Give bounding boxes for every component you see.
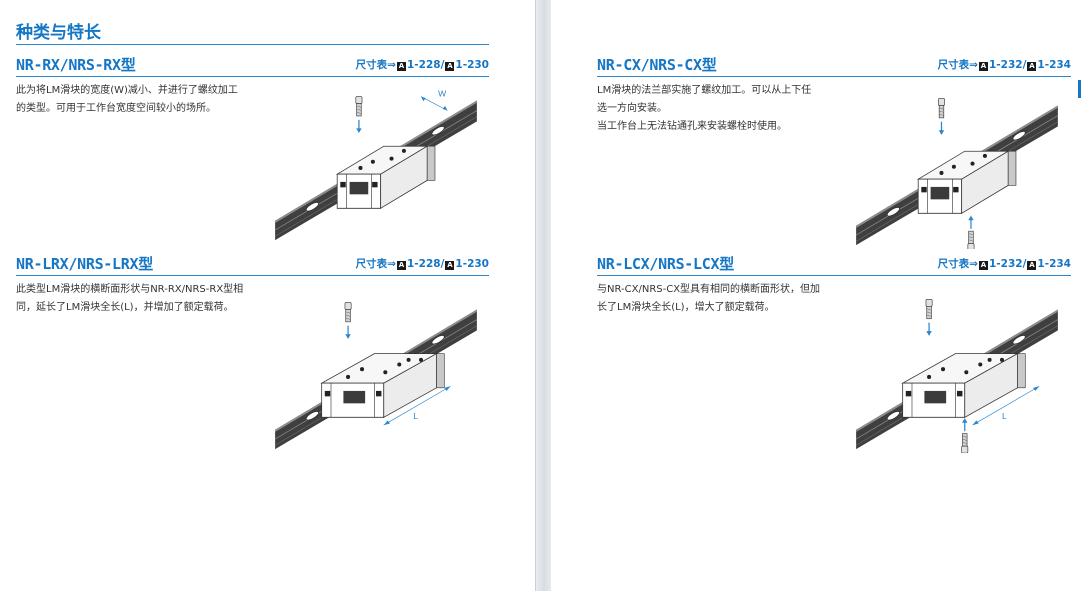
nr-rx-illustration: W [274,89,478,241]
ref-label: 尺寸表⇒ [937,258,978,270]
ref-page-b: 1-230 [455,258,489,270]
block-divider [597,76,1071,77]
product-title: NR-LCX/NRS-LCX型 [597,255,734,273]
dim-label-l: L [413,411,418,421]
ref-box-icon: A [1027,62,1037,71]
product-description: LM滑块的法兰部实施了螺纹加工。可以从上下任 选一方向安装。 当工作台上无法钻通… [597,85,812,132]
product-title: NR-LRX/NRS-LRX型 [16,255,153,273]
block-divider [16,275,489,276]
ref-box-icon: A [978,261,988,270]
ref-label: 尺寸表⇒ [355,59,396,71]
ref-box-icon: A [396,261,406,270]
ref-box-icon: A [445,62,455,71]
block-divider [597,275,1071,276]
dim-label-l: L [1002,411,1007,421]
nr-lrx-illustration: L [274,302,478,450]
product-title: NR-CX/NRS-CX型 [597,56,717,74]
ref-box-icon: A [445,261,455,270]
ref-page-a: 1-228 [406,59,441,71]
product-description: 此类型LM滑块的横断面形状与NR-RX/NRS-RX型相 同，延长了LM滑块全长… [16,284,244,313]
ref-page-a: 1-228 [406,258,441,270]
section-title: 种类与特长 [16,23,101,43]
product-description: 与NR-CX/NRS-CX型具有相同的横断面形状，但加 长了LM滑块全长(L)，… [597,284,821,313]
page-edge-tab [1078,80,1081,98]
ref-page-b: 1-230 [455,59,489,71]
product-title: NR-RX/NRS-RX型 [16,56,136,74]
product-description: 此为将LM滑块的宽度(W)减小、并进行了螺纹加工 的类型。可用于工作台宽度空间较… [16,85,238,114]
ref-page-b: 1-234 [1037,59,1071,71]
ref-page-a: 1-232 [988,258,1023,270]
ref-page-b: 1-234 [1037,258,1071,270]
ref-box-icon: A [1027,261,1037,270]
section-divider [16,44,489,45]
block-divider [16,76,489,77]
ref-page-a: 1-232 [988,59,1023,71]
nr-lcx-illustration: L [855,299,1059,453]
ref-box-icon: A [396,62,406,71]
ref-label: 尺寸表⇒ [937,59,978,71]
ref-box-icon: A [978,62,988,71]
nr-cx-illustration [855,98,1059,249]
dim-label-w: W [438,89,447,99]
ref-label: 尺寸表⇒ [355,258,396,270]
